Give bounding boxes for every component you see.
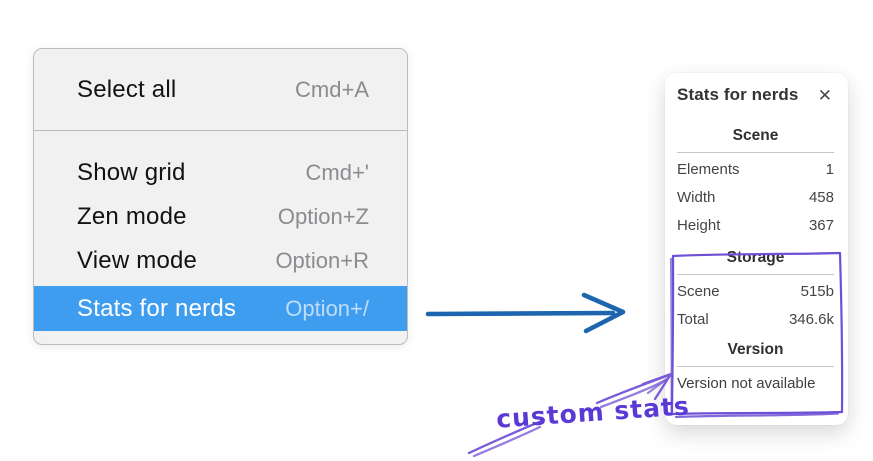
- menu-item-shortcut: Cmd+': [305, 160, 370, 185]
- menu-item-label: Select all: [77, 75, 177, 103]
- menu-item-label: Show grid: [77, 159, 186, 186]
- menu-section-top: Select all Cmd+A: [34, 49, 407, 130]
- section-storage: Storage Scene 515b Total 346.6k: [677, 249, 834, 334]
- panel-header: Stats for nerds ✕: [677, 85, 834, 105]
- stat-row: Width 458: [677, 184, 834, 212]
- menu-item-view-mode[interactable]: View mode Option+R: [34, 239, 407, 283]
- stat-value: 458: [808, 189, 834, 206]
- version-note: Version not available: [677, 375, 816, 392]
- section-version: Version Version not available: [677, 341, 834, 398]
- stat-label: Height: [677, 217, 721, 234]
- stats-panel: Stats for nerds ✕ Scene Elements 1 Width…: [665, 73, 848, 425]
- section-divider: [677, 152, 834, 153]
- menu-item-stats-for-nerds[interactable]: Stats for nerds Option+/: [34, 286, 407, 331]
- menu-item-select-all[interactable]: Select all Cmd+A: [34, 49, 407, 130]
- stat-label: Scene: [677, 283, 720, 300]
- section-scene: Scene Elements 1 Width 458 Height 367: [677, 127, 834, 240]
- stat-label: Width: [677, 189, 716, 206]
- menu-item-label: Zen mode: [77, 203, 187, 230]
- section-divider: [677, 366, 834, 367]
- stat-value: 346.6k: [788, 311, 834, 328]
- stat-row: Elements 1: [677, 156, 834, 184]
- arrow-to-panel-icon: [425, 292, 626, 334]
- panel-title: Stats for nerds: [677, 85, 799, 104]
- menu-divider: [34, 130, 407, 131]
- section-divider: [677, 274, 834, 275]
- menu-item-shortcut: Option+/: [285, 295, 369, 321]
- menu-item-zen-mode[interactable]: Zen mode Option+Z: [34, 195, 407, 239]
- stat-row: Height 367: [677, 212, 834, 240]
- menu-item-label: View mode: [77, 247, 198, 274]
- stat-row: Total 346.6k: [677, 306, 834, 334]
- menu-item-shortcut: Cmd+A: [295, 76, 369, 102]
- menu-item-shortcut: Option+Z: [277, 204, 369, 229]
- stat-value: 1: [825, 161, 834, 178]
- annotation-custom-stats: custom stats: [495, 391, 691, 434]
- section-header: Storage: [726, 249, 785, 266]
- section-header: Version: [727, 341, 784, 358]
- section-header: Scene: [732, 127, 779, 144]
- stat-value: 367: [808, 217, 834, 234]
- stat-label: Elements: [677, 161, 740, 178]
- menu-section-bottom: Show grid Cmd+' Zen mode Option+Z View m…: [34, 131, 407, 331]
- close-icon[interactable]: ✕: [817, 85, 832, 105]
- menu-item-shortcut: Option+R: [275, 248, 369, 273]
- menu-item-label: Stats for nerds: [77, 294, 237, 322]
- stat-value: 515b: [800, 283, 834, 300]
- stat-row: Scene 515b: [677, 278, 834, 306]
- menu-item-show-grid[interactable]: Show grid Cmd+': [34, 151, 407, 195]
- context-menu: Select all Cmd+A Show grid Cmd+' Zen mod…: [33, 48, 408, 345]
- stat-label: Total: [677, 311, 709, 328]
